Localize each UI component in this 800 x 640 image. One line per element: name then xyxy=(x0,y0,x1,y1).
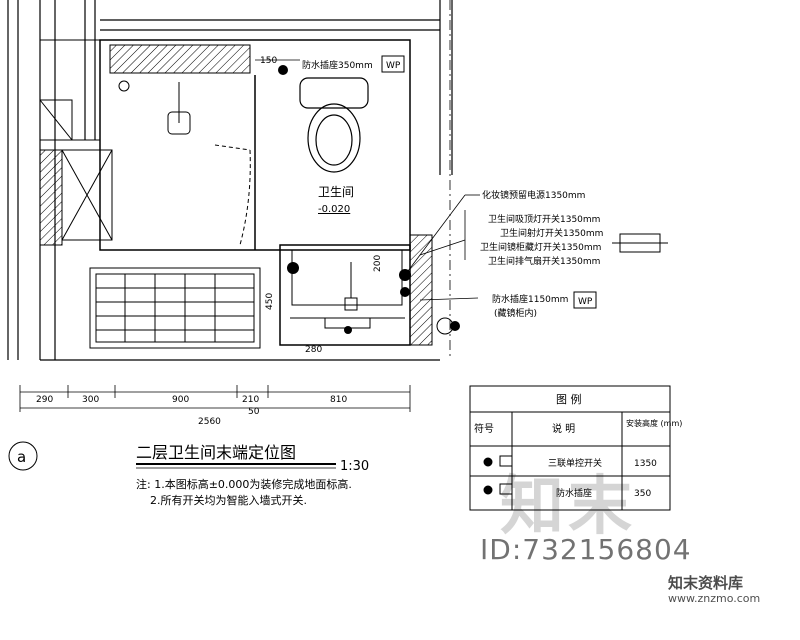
callout-lower-socket: 防水插座1150mm xyxy=(492,293,568,305)
dim-vanity-width: 280 xyxy=(305,345,322,355)
wp-tag-lower: WP xyxy=(578,297,593,307)
legend-row-2-desc: 防水插座 xyxy=(556,487,592,499)
legend-row-1-desc: 三联单控开关 xyxy=(548,457,602,469)
dim-vanity-offset: 200 xyxy=(373,255,383,272)
legend-col-symbol: 符号 xyxy=(474,422,494,435)
drawing-title: 二层卫生间末端定位图 xyxy=(136,443,296,462)
leader-lines xyxy=(255,59,480,301)
vanity xyxy=(290,249,405,329)
dim-gap: 50 xyxy=(248,407,260,417)
dim-290: 290 xyxy=(36,395,53,405)
callout-switch-3: 卫生间镜柜藏灯开关1350mm xyxy=(480,241,601,253)
grid-axis-bubble: a xyxy=(8,441,38,471)
room-elevation: -0.020 xyxy=(318,204,350,215)
note-line-1: 注: 1.本图标高±0.000为装修完成地面标高. xyxy=(136,477,352,491)
legend-row-2-height: 350 xyxy=(634,489,651,499)
callout-lower-socket-note: (藏镜柜内) xyxy=(494,307,537,319)
callout-mirror-power: 化妆镜预留电源1350mm xyxy=(482,189,585,201)
dim-top-offset: 150 xyxy=(260,56,277,66)
callout-switch-1: 卫生间吸顶灯开关1350mm xyxy=(488,213,600,225)
wp-symbols xyxy=(381,55,668,335)
toilet xyxy=(299,77,369,173)
callout-top-socket: 防水插座350mm xyxy=(302,59,373,71)
legend-table xyxy=(469,385,671,511)
glass-door xyxy=(214,144,251,246)
brand-id: ID:732156804 xyxy=(480,533,692,566)
legend-col-desc: 说 明 xyxy=(552,422,575,435)
electrical-points xyxy=(278,65,460,334)
room-name: 卫生间 xyxy=(318,185,354,199)
drawing-scale: 1:30 xyxy=(340,459,369,474)
dim-total: 2560 xyxy=(198,417,221,427)
dim-900: 900 xyxy=(172,395,189,405)
note-line-2: 2.所有开关均为智能入墙式开关. xyxy=(150,493,307,507)
hatched-walls xyxy=(39,44,433,346)
bathroom-walls xyxy=(99,39,411,346)
storage-rack xyxy=(89,267,261,349)
brand-watermark: 知末 xyxy=(500,470,636,544)
brand-site-name: 知末资料库 xyxy=(668,574,744,592)
legend-row-1-height: 1350 xyxy=(634,459,657,469)
dim-300: 300 xyxy=(82,395,99,405)
dim-vanity-height: 450 xyxy=(265,293,275,310)
shower-area xyxy=(39,39,113,241)
legend-col-height: 安装高度 (mm) xyxy=(626,418,682,428)
dimension-lines xyxy=(19,0,451,412)
dim-210: 210 xyxy=(242,395,259,405)
dim-810: 810 xyxy=(330,395,347,405)
callout-switch-4: 卫生间排气扇开关1350mm xyxy=(488,255,600,267)
wp-tag-top: WP xyxy=(386,61,401,71)
grid-axis-label: a xyxy=(17,448,26,466)
legend-heading: 图 例 xyxy=(556,392,582,406)
brand-site-url: www.znzmo.com xyxy=(668,592,761,605)
shower-head xyxy=(118,80,191,135)
callout-switch-2: 卫生间射灯开关1350mm xyxy=(500,227,603,239)
